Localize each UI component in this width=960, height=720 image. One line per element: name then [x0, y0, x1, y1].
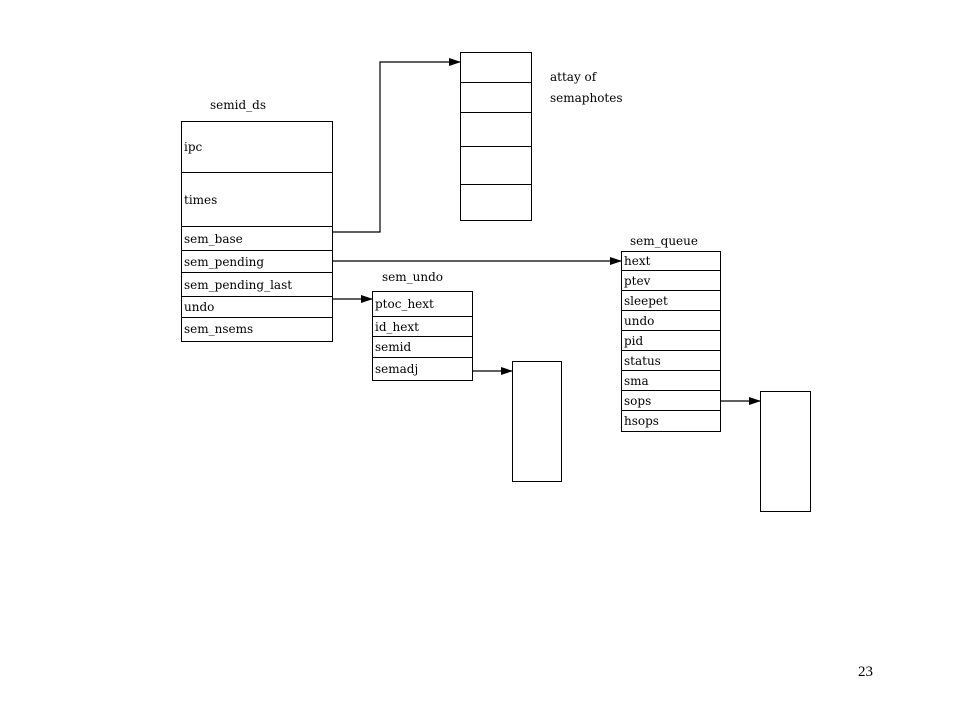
- sem-queue-field: sleepet: [622, 291, 720, 311]
- sem-undo-field: semid: [373, 337, 472, 358]
- sem-undo-title: sem_undo: [382, 270, 444, 284]
- semaphore-array-label-line2: semaphotes: [550, 91, 623, 105]
- sem-base-arrow: [332, 58, 461, 233]
- sem-queue-field: ptev: [622, 271, 720, 291]
- sem-queue-field: hsops: [624, 414, 659, 428]
- semaphore-array-box: [460, 52, 532, 221]
- semid-ds-field-sem-pending-last: sem_pending_last: [182, 273, 332, 297]
- sem-queue-field: hext: [622, 252, 720, 271]
- sops-array-box: [760, 391, 811, 512]
- semadj-array-box: [512, 361, 562, 482]
- semid-ds-field-sem-base: sem_base: [182, 227, 332, 251]
- semaphore-slot: [461, 185, 531, 220]
- semid-ds-box: ipc times sem_base sem_pending sem_pendi…: [181, 121, 333, 342]
- sem-queue-field: sma: [622, 371, 720, 391]
- sem-undo-field: semadj: [375, 362, 419, 376]
- semid-ds-field-times: times: [182, 173, 332, 227]
- semaphore-slot: [461, 147, 531, 185]
- sem-queue-field: status: [622, 351, 720, 371]
- semaphore-slot: [461, 113, 531, 147]
- semid-ds-field-sem-nsems: sem_nsems: [184, 322, 254, 336]
- sem-queue-field: sops: [622, 391, 720, 411]
- sem-undo-box: ptoc_hext id_hext semid semadj: [372, 291, 473, 381]
- sem-undo-field: id_hext: [373, 317, 472, 337]
- semaphore-slot: [461, 53, 531, 83]
- sem-queue-box: hext ptev sleepet undo pid status sma so…: [621, 251, 721, 432]
- semaphore-slot: [461, 83, 531, 113]
- semid-ds-field-ipc: ipc: [182, 122, 332, 173]
- page-number: 23: [858, 664, 873, 680]
- semid-ds-title: semid_ds: [210, 98, 266, 112]
- sem-queue-field: undo: [622, 311, 720, 331]
- sem-queue-field: pid: [622, 331, 720, 351]
- semid-ds-field-sem-pending: sem_pending: [182, 251, 332, 273]
- sem-queue-title: sem_queue: [630, 234, 698, 248]
- semid-ds-field-undo: undo: [182, 297, 332, 318]
- sem-undo-field: ptoc_hext: [373, 292, 472, 317]
- semaphore-array-label-line1: attay of: [550, 70, 597, 84]
